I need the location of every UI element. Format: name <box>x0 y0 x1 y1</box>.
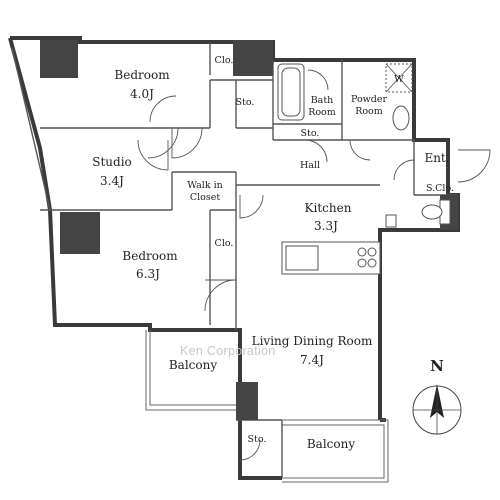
powder-sink <box>392 105 410 131</box>
columns <box>40 40 458 420</box>
studio-name: Studio <box>92 155 132 169</box>
exterior-walls <box>8 36 460 480</box>
clo-top-label: Clo. <box>215 55 234 66</box>
studio-size: 3.4J <box>100 174 124 188</box>
bedroom-top-name: Bedroom <box>114 68 170 82</box>
ent-label: Ent. <box>424 151 449 165</box>
balcony-left-outline <box>145 330 236 411</box>
washbasin-hall <box>385 214 397 228</box>
bedroom-mid-name: Bedroom <box>122 249 178 263</box>
bath-label-2: Room <box>308 107 336 118</box>
balcony-bottom-label: Balcony <box>307 437 355 451</box>
sto-bottom-label: Sto. <box>248 434 267 445</box>
sto-top-label: Sto. <box>236 97 255 108</box>
ldr-name: Living Dining Room <box>252 334 373 348</box>
kitchen-counter <box>281 241 381 275</box>
washer-box <box>385 63 413 93</box>
watermark: Ken Corporation <box>180 344 276 358</box>
sclo-label: S.Clo. <box>426 183 454 194</box>
compass-north-label: N <box>430 357 444 375</box>
interior-walls <box>40 42 458 478</box>
doors <box>137 69 491 461</box>
walkin-label-2: Closet <box>190 192 221 203</box>
north-compass: N <box>412 357 462 435</box>
bath-label-1: Bath <box>311 95 334 106</box>
washer-label: W <box>394 74 404 85</box>
toilet <box>421 199 451 225</box>
bathtub <box>277 63 305 121</box>
hall-label: Hall <box>300 160 320 171</box>
balcony-bottom-outline <box>282 419 389 483</box>
kitchen-size: 3.3J <box>314 219 338 233</box>
ldr-size: 7.4J <box>300 353 324 367</box>
bedroom-mid-size: 6.3J <box>136 267 160 281</box>
sto-mid-label: Sto. <box>301 128 320 139</box>
clo-mid-label: Clo. <box>215 238 234 249</box>
bedroom-top-size: 4.0J <box>130 87 154 101</box>
kitchen-name: Kitchen <box>305 201 352 215</box>
balcony-left-label: Balcony <box>169 358 217 372</box>
powder-label-2: Room <box>355 106 383 117</box>
walkin-label-1: Walk in <box>187 180 223 191</box>
powder-label-1: Powder <box>351 94 388 105</box>
